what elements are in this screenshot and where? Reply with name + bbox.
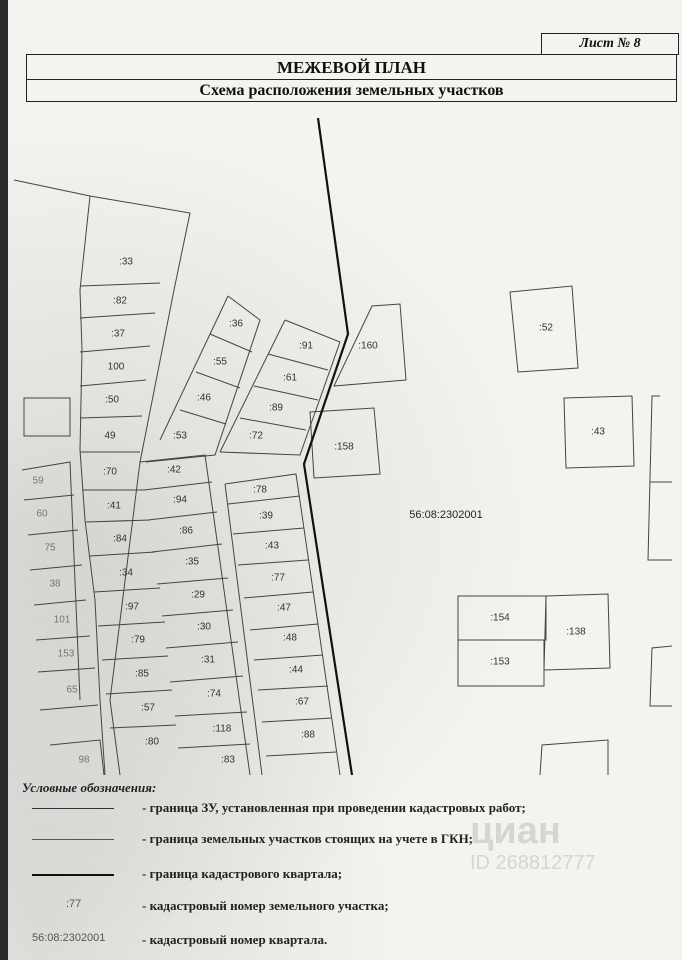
parcel-label: :89	[269, 403, 283, 414]
parcel-label: 59	[32, 476, 44, 487]
legend-item: - граница кадастрового квартала;	[22, 866, 662, 884]
parcel-outlines	[13, 179, 673, 776]
parcel-label: :50	[105, 395, 119, 406]
legend-sample-text: :77	[66, 898, 82, 910]
parcel-label: :43	[591, 427, 605, 438]
legend-text: - граница кадастрового квартала;	[142, 866, 343, 881]
legend-text: - кадастровый номер земельного участка;	[142, 898, 389, 913]
parcel-label: :80	[145, 737, 159, 748]
legend-item: - граница ЗУ, установленная при проведен…	[22, 800, 662, 818]
legend-item: :77 - кадастровый номер земельного участ…	[22, 898, 662, 916]
parcel-label: :57	[141, 703, 155, 714]
parcel-label: 60	[36, 509, 48, 520]
parcel-label: 49	[104, 431, 116, 442]
parcel-label: :160	[358, 341, 378, 352]
parcel-label: :94	[173, 495, 187, 506]
parcel-label: :29	[191, 590, 205, 601]
parcel-label: :41	[107, 501, 121, 512]
parcel-label: 65	[66, 685, 78, 696]
parcel-label: :86	[179, 526, 193, 537]
watermark-id: ID 268812777	[470, 852, 596, 874]
parcel-label: :39	[259, 511, 273, 522]
parcel-label: 101	[54, 615, 71, 626]
parcel-label: :61	[283, 373, 297, 384]
legend-text: - граница земельных участков стоящих на …	[142, 831, 474, 846]
parcel-label: :35	[185, 557, 199, 568]
title-box: МЕЖЕВОЙ ПЛАН Схема расположения земельны…	[26, 54, 677, 102]
page-title: МЕЖЕВОЙ ПЛАН	[27, 57, 676, 80]
parcel-label: :154	[490, 613, 510, 624]
parcel-label: :91	[299, 341, 313, 352]
parcel-label: :118	[213, 724, 232, 735]
legend-line-sample	[32, 808, 114, 809]
parcel-label: :44	[289, 665, 303, 676]
parcel-label: :30	[197, 622, 211, 633]
parcel-label: :70	[103, 467, 117, 478]
parcel-label: :77	[271, 573, 285, 584]
parcel-label: :83	[221, 755, 235, 766]
quarter-boundary	[302, 117, 354, 776]
parcel-label: :53	[173, 431, 187, 442]
parcel-label: :37	[111, 329, 125, 340]
quarter-number-label: 56:08:2302001	[409, 509, 482, 521]
parcel-label: 98	[78, 755, 90, 766]
watermark-brand: циан	[470, 810, 561, 852]
parcel-label: :82	[113, 296, 127, 307]
left-edge-labels: 59 60 75 38 101 153 65 98	[32, 476, 90, 766]
parcel-label: :78	[253, 485, 267, 496]
page-subtitle: Схема расположения земельных участков	[199, 82, 504, 99]
parcel-label: :84	[113, 534, 127, 545]
parcel-label: :55	[213, 357, 227, 368]
parcel-label: :34	[119, 568, 133, 579]
legend-item: - граница земельных участков стоящих на …	[22, 831, 662, 849]
legend-item: 56:08:2302001 - кадастровый номер кварта…	[22, 932, 662, 950]
parcel-labels: :33 :82 :37 100 :50 49 :70 :41 :84 :34 :…	[103, 257, 605, 766]
legend-text: - граница ЗУ, установленная при проведен…	[142, 800, 526, 815]
legend-line-sample	[32, 874, 114, 876]
parcel-label: :42	[167, 465, 181, 476]
parcel-label: :36	[229, 319, 243, 330]
parcel-label: :138	[566, 627, 586, 638]
parcel-label: :88	[301, 730, 315, 741]
parcel-label: :85	[135, 669, 149, 680]
parcel-label: :97	[125, 602, 139, 613]
legend-sample-text: 56:08:2302001	[32, 932, 106, 944]
legend-title: Условные обозначения:	[22, 780, 157, 795]
parcel-label: :52	[539, 323, 553, 334]
parcel-label: :31	[201, 655, 215, 666]
parcel-label: :72	[249, 431, 263, 442]
parcel-label: :47	[277, 603, 291, 614]
parcel-label: :158	[334, 442, 354, 453]
parcel-label: :48	[283, 633, 297, 644]
parcel-label: :43	[265, 541, 279, 552]
parcel-label: :46	[197, 393, 211, 404]
parcel-label: 38	[49, 579, 61, 590]
parcel-label: :74	[207, 689, 221, 700]
parcel-label: 75	[44, 543, 56, 554]
parcel-label: :33	[119, 257, 133, 268]
parcel-label: :79	[131, 635, 145, 646]
document-sheet: Лист № 8 МЕЖЕВОЙ ПЛАН Схема расположения…	[8, 0, 682, 960]
parcel-label: 153	[58, 649, 75, 660]
legend-text: - кадастровый номер квартала.	[142, 932, 328, 947]
legend-line-sample	[32, 839, 114, 840]
parcel-label: :153	[490, 657, 510, 668]
parcel-label: 100	[108, 362, 125, 373]
parcel-label: :67	[295, 697, 309, 708]
